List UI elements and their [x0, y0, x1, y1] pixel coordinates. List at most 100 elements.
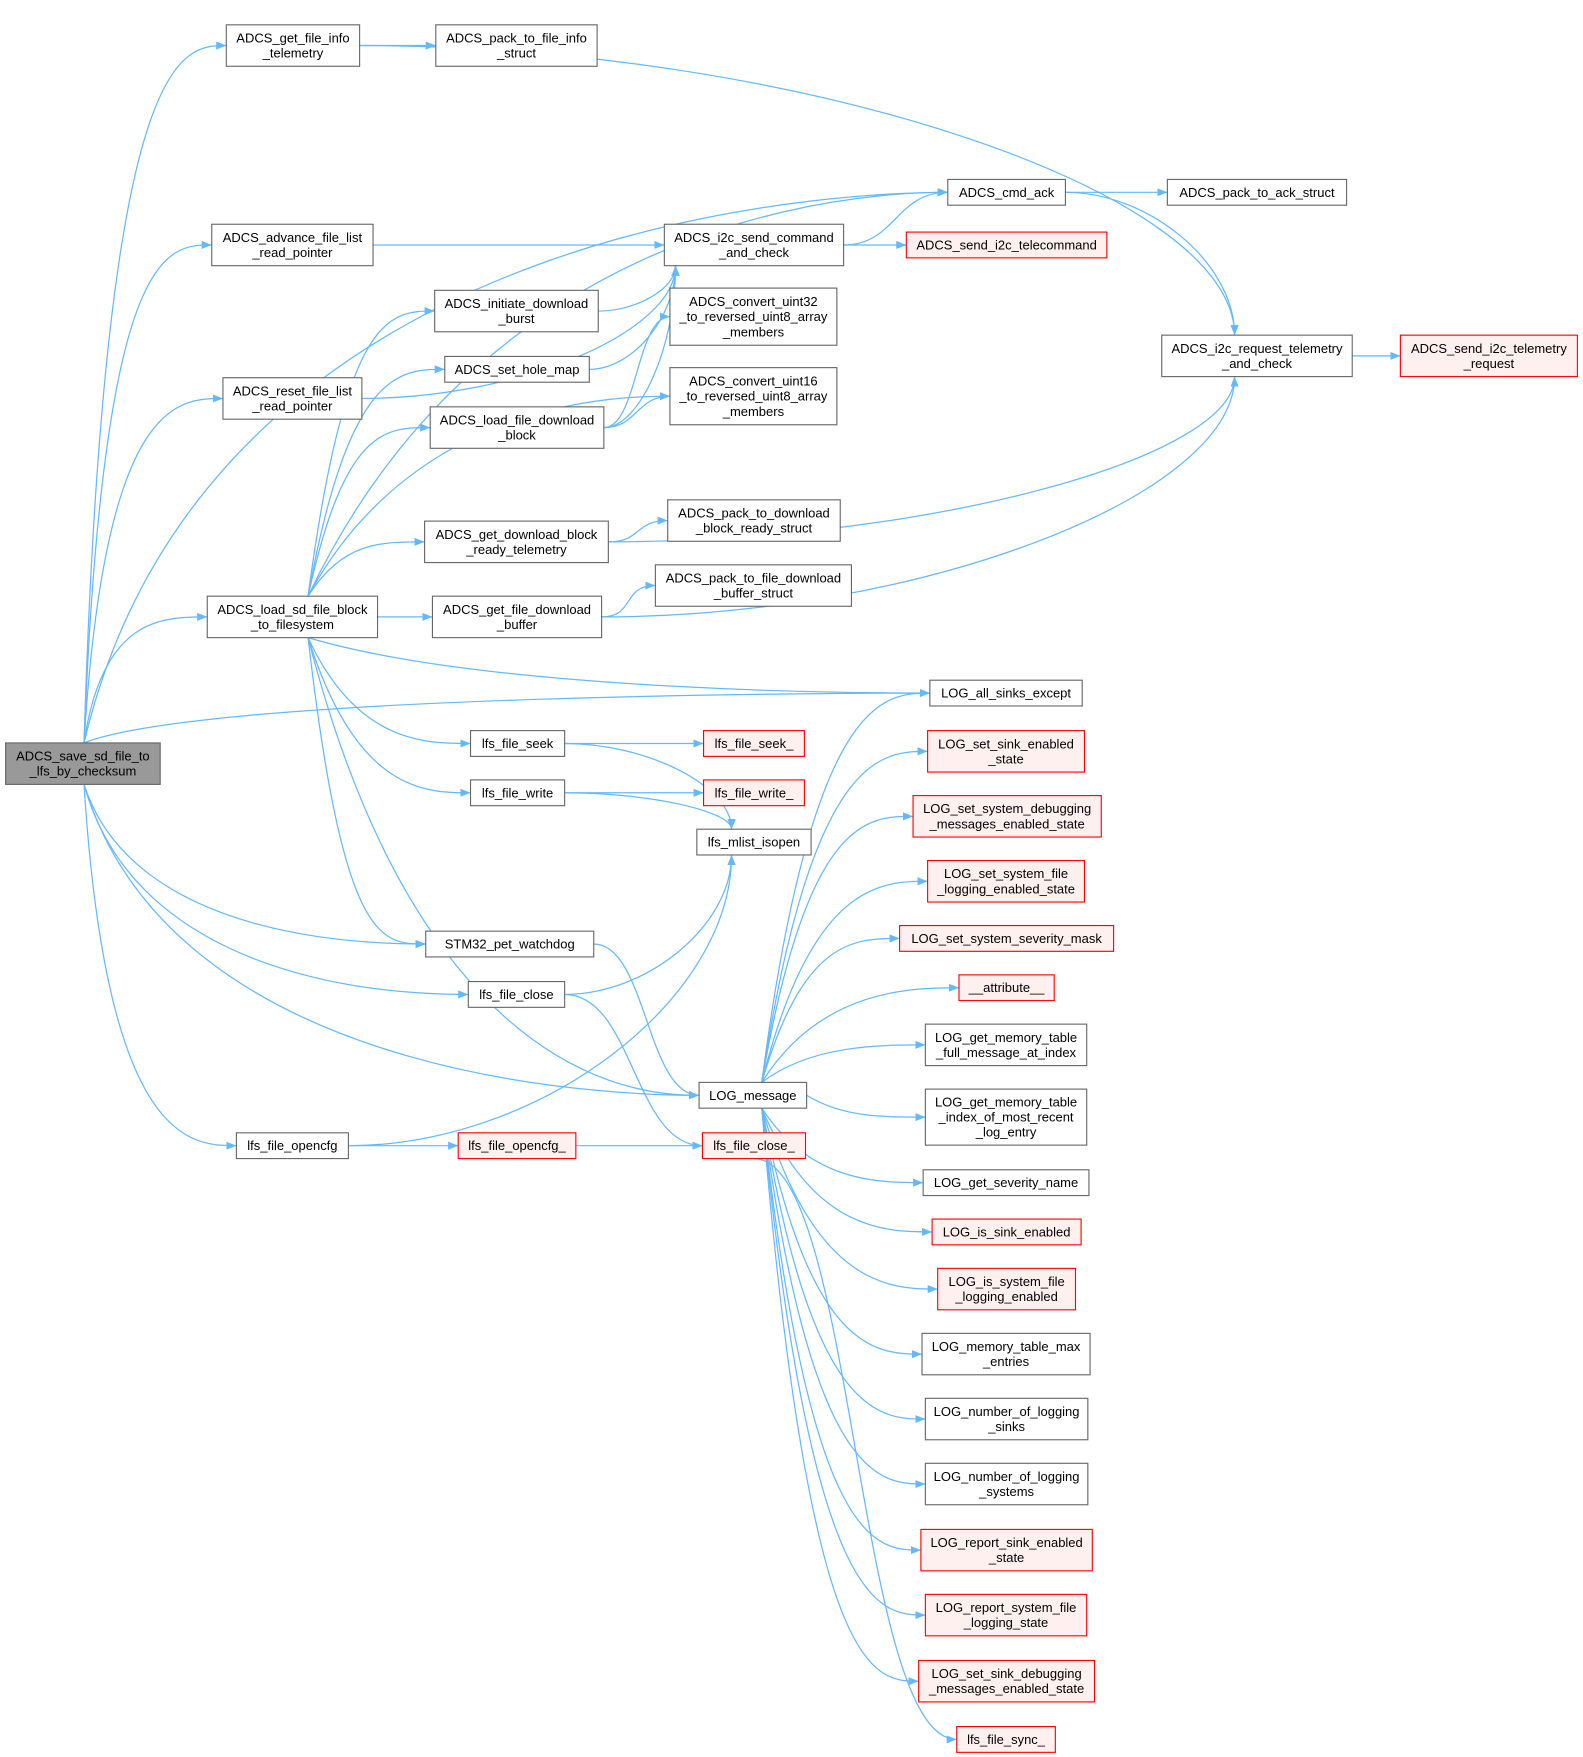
function-node[interactable]: LOG_all_sinks_except [929, 679, 1083, 707]
function-node[interactable]: ADCS_pack_to_file_download_buffer_struct [654, 564, 852, 607]
function-node[interactable]: ADCS_load_file_download_block [429, 406, 605, 449]
node-box [425, 930, 595, 958]
node-label: ADCS_load_sd_file_block [217, 602, 368, 617]
function-node[interactable]: LOG_set_system_file_logging_enabled_stat… [927, 860, 1086, 903]
node-label: _index_of_most_recent [938, 1110, 1074, 1125]
edge-n35-to-n27 [761, 812, 914, 1083]
function-node[interactable]: ADCS_initiate_download_burst [434, 289, 599, 333]
function-node[interactable]: ADCS_get_download_block_ready_telemetry [424, 520, 609, 564]
function-node[interactable]: ADCS_convert_uint16_to_reversed_uint8_ar… [669, 367, 838, 426]
node-label: _telemetry [262, 46, 324, 61]
node-label: ADCS_send_i2c_telecommand [916, 237, 1096, 252]
function-node[interactable]: ADCS_send_i2c_telecommand [905, 231, 1108, 259]
edge-n19-to-n11 [601, 376, 1239, 618]
function-node[interactable]: ADCS_cmd_ack [947, 178, 1066, 206]
function-node[interactable]: ADCS_pack_to_download_block_ready_struct [667, 499, 841, 542]
function-node[interactable]: ADCS_i2c_request_telemetry_and_check [1161, 334, 1353, 378]
function-node[interactable]: ADCS_get_file_info_telemetry [225, 24, 361, 67]
function-node[interactable]: __attribute__ [958, 974, 1055, 1002]
edge-n17-to-n16 [608, 516, 668, 543]
function-node[interactable]: lfs_file_seek_ [702, 730, 805, 757]
root-function-node: ADCS_save_sd_file_to_lfs_by_checksum [5, 742, 161, 785]
function-node[interactable]: LOG_report_sink_enabled_state [920, 1528, 1093, 1572]
edge-n18-to-n3 [307, 188, 948, 597]
function-node[interactable]: LOG_set_system_debugging_messages_enable… [912, 795, 1102, 838]
function-node[interactable]: lfs_file_seek [469, 730, 566, 757]
edge-n35-to-n47 [761, 1108, 926, 1620]
node-box [696, 828, 812, 856]
function-node[interactable]: LOG_is_sink_enabled [931, 1218, 1082, 1246]
edge-n35-to-n45 [761, 1108, 926, 1489]
node-box [225, 24, 361, 67]
function-node[interactable]: LOG_memory_table_max_entries [921, 1332, 1091, 1376]
function-node[interactable]: LOG_message [698, 1081, 808, 1109]
function-node[interactable]: LOG_get_severity_name [922, 1169, 1090, 1197]
node-label: lfs_file_seek [482, 736, 554, 751]
function-node[interactable]: lfs_file_opencfg [235, 1132, 349, 1160]
function-node[interactable]: ADCS_advance_file_list_read_pointer [211, 223, 374, 267]
edge-n18-to-n17 [307, 537, 425, 597]
node-label: LOG_get_severity_name [934, 1175, 1078, 1190]
function-node[interactable]: ADCS_send_i2c_telemetry_request [1399, 334, 1578, 378]
node-box [924, 1088, 1088, 1146]
node-label: _entries [982, 1354, 1030, 1369]
function-node[interactable]: ADCS_set_hole_map [444, 355, 590, 383]
function-node[interactable]: LOG_report_system_file_logging_state [924, 1593, 1088, 1637]
function-node[interactable]: LOG_set_sink_enabled_state [927, 730, 1086, 773]
node-box [669, 287, 838, 346]
function-node[interactable]: ADCS_convert_uint32_to_reversed_uint8_ar… [669, 287, 838, 346]
node-label: _to_filesystem [250, 617, 334, 632]
function-node[interactable]: lfs_file_close_ [701, 1132, 807, 1160]
node-label: LOG_set_system_debugging [923, 801, 1091, 816]
edge-n32-to-n28 [564, 854, 736, 996]
node-label: _log_entry [975, 1125, 1037, 1140]
function-node[interactable]: lfs_file_write [469, 779, 566, 807]
function-node[interactable]: ADCS_i2c_send_command_and_check [663, 223, 845, 267]
function-node[interactable]: LOG_set_system_severity_mask [899, 924, 1115, 952]
function-node[interactable]: ADCS_pack_to_ack_struct [1166, 178, 1348, 206]
node-label: _state [988, 1550, 1024, 1565]
node-label: LOG_set_system_file [944, 866, 1068, 881]
function-node[interactable]: LOG_is_system_file_logging_enabled [937, 1267, 1077, 1311]
edge-n39-to-n49 [753, 1157, 957, 1744]
node-box [434, 289, 599, 333]
function-node[interactable]: lfs_file_opencfg_ [457, 1132, 577, 1160]
function-node[interactable]: ADCS_get_file_download_buffer [431, 595, 603, 639]
edge-n6-to-n3 [843, 188, 948, 246]
node-label: LOG_set_system_severity_mask [911, 931, 1102, 946]
function-node[interactable]: ADCS_reset_file_list_read_pointer [222, 377, 363, 420]
function-node[interactable]: lfs_file_sync_ [956, 1726, 1056, 1753]
node-label: LOG_is_system_file [949, 1274, 1065, 1289]
function-node[interactable]: ADCS_load_sd_file_block_to_filesystem [206, 595, 379, 639]
function-node[interactable]: LOG_get_memory_table_index_of_most_recen… [924, 1088, 1088, 1146]
edge-n18-to-n21 [307, 637, 930, 698]
function-node[interactable]: STM32_pet_watchdog [425, 930, 595, 958]
node-label: _lfs_by_checksum [28, 764, 136, 779]
function-node[interactable]: ADCS_pack_to_file_info_struct [435, 24, 598, 67]
edge-n35-to-n40 [761, 1107, 924, 1187]
node-label: _block_ready_struct [695, 521, 813, 536]
node-box [924, 1397, 1089, 1441]
node-label: ADCS_get_file_download [443, 602, 591, 617]
function-node[interactable]: LOG_get_memory_table_full_message_at_ind… [924, 1023, 1088, 1067]
edge-n18-to-n25 [307, 637, 471, 797]
edge-n8-to-n6 [598, 265, 680, 312]
function-node[interactable]: LOG_number_of_logging_systems [924, 1462, 1089, 1506]
node-label: LOG_number_of_logging [934, 1404, 1080, 1419]
node-box [927, 730, 1086, 773]
function-node[interactable]: lfs_file_write_ [702, 779, 805, 807]
function-node[interactable]: lfs_file_close [467, 981, 566, 1008]
edge-n25-to-n28 [564, 792, 736, 830]
edge-n0-to-n13 [83, 394, 223, 743]
function-node[interactable]: LOG_number_of_logging_sinks [924, 1397, 1089, 1441]
function-node[interactable]: lfs_mlist_isopen [696, 828, 812, 856]
node-label: lfs_file_seek_ [715, 736, 794, 751]
function-node[interactable]: LOG_set_sink_debugging_messages_enabled_… [918, 1659, 1096, 1703]
node-label: _block [497, 428, 536, 443]
node-box [702, 730, 805, 757]
node-label: LOG_set_sink_debugging [932, 1666, 1082, 1681]
node-box [469, 730, 566, 757]
node-label: _logging_enabled_state [936, 881, 1075, 896]
edge-n19-to-n20 [601, 581, 656, 618]
node-label: lfs_file_write_ [715, 785, 794, 800]
